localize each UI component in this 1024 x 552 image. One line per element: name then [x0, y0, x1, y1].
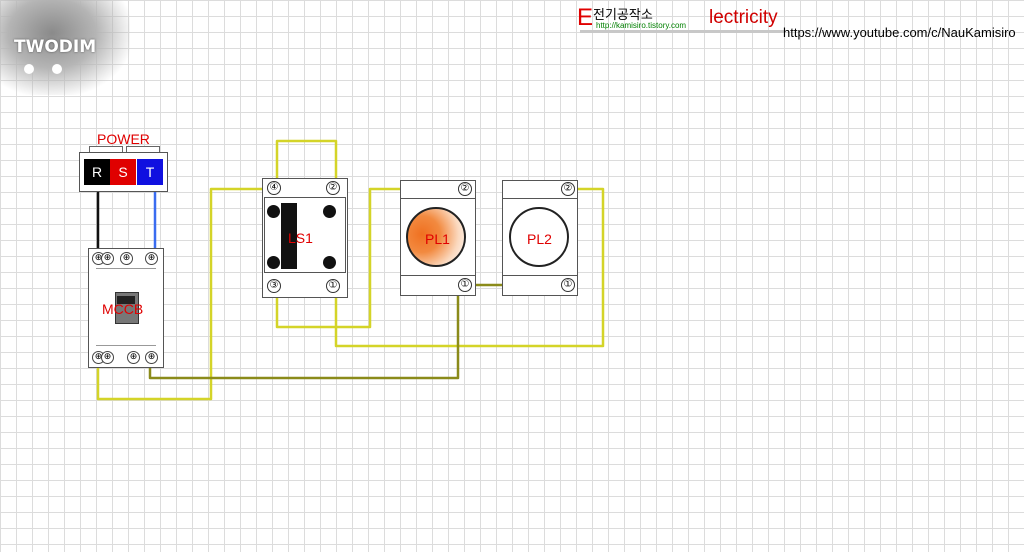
brand-underline — [580, 30, 785, 33]
ls1-screw — [323, 205, 336, 218]
pl2-terminal-1: ① — [561, 278, 575, 292]
mccb-terminal-bottom: ⊕ — [101, 351, 114, 364]
brand-letter: E — [577, 4, 594, 31]
logo-dot — [52, 64, 62, 74]
mccb-terminal-top: ⊕ — [120, 252, 133, 265]
pl1-lamp — [406, 207, 466, 267]
ls1-terminal-2: ② — [326, 181, 340, 195]
logo-background — [0, 0, 130, 95]
mccb-terminal-bottom: ⊕ — [127, 351, 140, 364]
wire-mccb-r-ls1-4 — [96, 187, 266, 401]
wire-ls1-1-pl2-2 — [334, 187, 605, 348]
ls1-screw — [267, 256, 280, 269]
power-terminal-t: T — [137, 159, 163, 185]
ls1-screw — [323, 256, 336, 269]
logo-dot — [24, 64, 34, 74]
power-tab-right — [126, 146, 160, 153]
ls1-label: LS1 — [288, 230, 313, 246]
ls1-screw — [267, 205, 280, 218]
mccb-body — [96, 268, 156, 346]
youtube-url: https://www.youtube.com/c/NauKamisiro — [783, 25, 1016, 40]
brand-url: http://kamisiro.tistory.com — [596, 21, 687, 30]
power-tab-left — [89, 146, 123, 153]
pl2-label: PL2 — [527, 231, 552, 247]
mccb-terminal-top: ⊕ — [101, 252, 114, 265]
pl1-label: PL1 — [425, 231, 450, 247]
power-terminal-r: R — [84, 159, 110, 185]
ls1-actuator — [281, 203, 297, 269]
power-label: POWER — [97, 131, 150, 147]
wire-ls1-3-pl1-2 — [275, 187, 458, 329]
mccb-lever — [117, 296, 135, 304]
ls1-terminal-4: ④ — [267, 181, 281, 195]
ls1-terminal-3: ③ — [267, 279, 281, 293]
ls1-terminal-1: ① — [326, 279, 340, 293]
mccb-label: MCCB — [102, 301, 144, 317]
brand-word: lectricity — [709, 7, 778, 28]
wire-ls1-loop — [275, 139, 338, 180]
wire-mccb-t-pl1-1 — [148, 294, 460, 380]
pl1-terminal-1: ① — [458, 278, 472, 292]
logo-text: TWODIM — [14, 37, 97, 57]
mccb-terminal-bottom: ⊕ — [145, 351, 158, 364]
pl1-terminal-2: ② — [458, 182, 472, 196]
mccb-terminal-top: ⊕ — [145, 252, 158, 265]
power-terminal-s: S — [110, 159, 136, 185]
pl2-lamp — [509, 207, 569, 267]
brand-korean-title: 전기공작소 — [593, 8, 653, 23]
pl2-terminal-2: ② — [561, 182, 575, 196]
